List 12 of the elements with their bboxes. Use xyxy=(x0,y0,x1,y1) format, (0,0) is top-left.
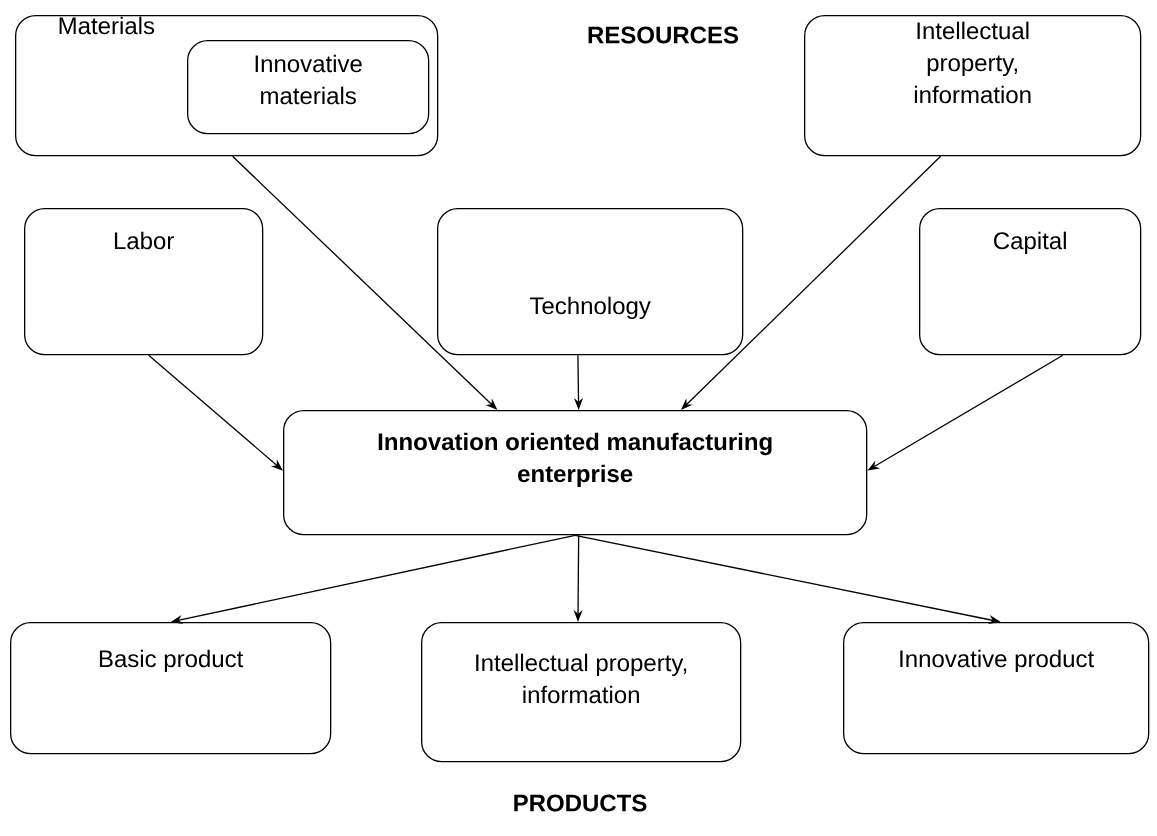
process-box: Intellectual property, information xyxy=(421,622,742,763)
process-box: Innovation oriented manufacturing enterprise xyxy=(283,410,868,536)
process-box: Capital xyxy=(919,208,1142,356)
process-box: Intellectual property, information xyxy=(804,15,1142,157)
process-box: Basic product xyxy=(10,622,332,755)
process-box: Labor xyxy=(24,208,264,356)
process-box: Innovative product xyxy=(843,622,1150,755)
section-heading: RESOURCES xyxy=(588,26,739,44)
arrow xyxy=(148,354,283,471)
process-box: Technology xyxy=(437,208,744,356)
process-box: Innovative materials xyxy=(187,40,430,135)
section-heading: PRODUCTS xyxy=(514,794,647,812)
